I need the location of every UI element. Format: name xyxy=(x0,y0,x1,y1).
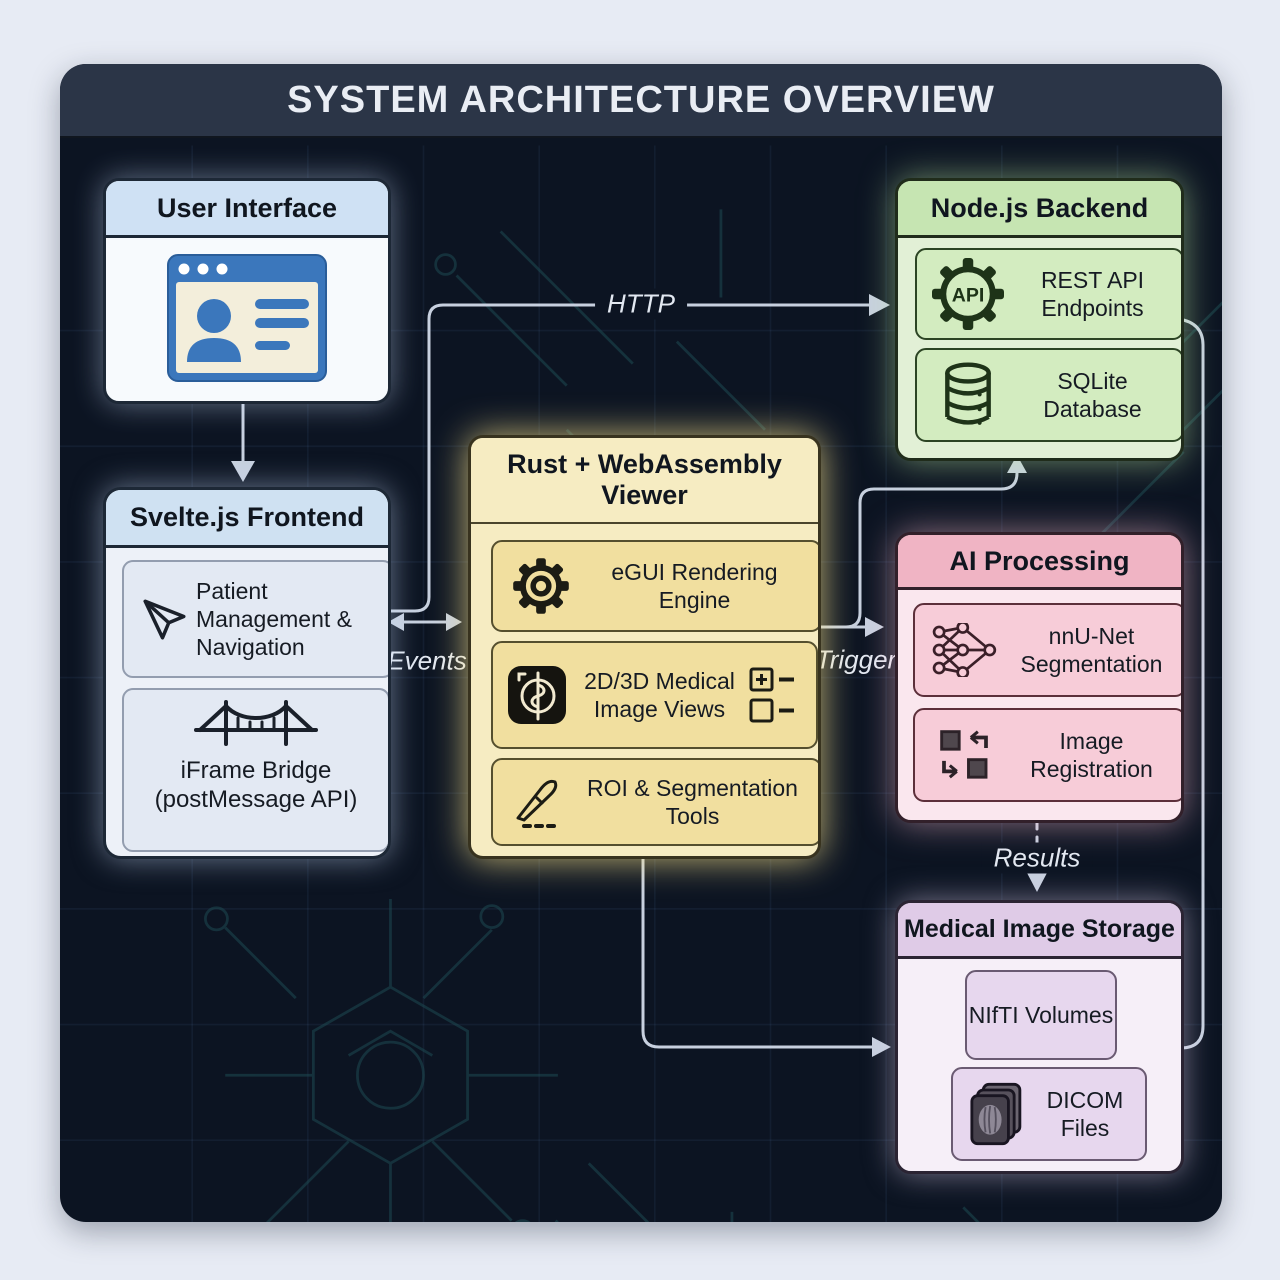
item-medical-views-label: 2D/3D Medical Image Views xyxy=(584,667,735,722)
api-gear-icon: API xyxy=(925,258,1011,330)
neural-network-icon xyxy=(923,623,1007,677)
edge-label-results: Results xyxy=(981,842,1093,874)
dicom-files-icon xyxy=(961,1082,1033,1146)
box-ai-processing: AI Processing nnU-Net Segmentation xyxy=(895,532,1184,823)
item-rest-api-label: REST API Endpoints xyxy=(1040,266,1145,321)
item-egui-engine-label: eGUI Rendering Engine xyxy=(611,558,778,613)
box-node-backend-title: Node.js Backend xyxy=(898,181,1181,238)
bridge-icon xyxy=(192,694,320,750)
item-nnunet-label: nnU-Net Segmentation xyxy=(1020,622,1163,677)
svg-text:API: API xyxy=(952,285,985,307)
page-title: SYSTEM ARCHITECTURE OVERVIEW xyxy=(287,78,995,121)
edge-label-trigger: Trigger xyxy=(815,644,897,675)
box-storage: Medical Image Storage NIfTI Volumes DICO… xyxy=(895,900,1184,1174)
image-registration-icon xyxy=(923,727,1007,783)
scalpel-icon xyxy=(503,773,575,831)
box-ai-processing-title: AI Processing xyxy=(898,535,1181,590)
edge-label-events: Events xyxy=(387,645,467,676)
browser-user-icon xyxy=(106,238,388,398)
zoom-plus-minus-icons xyxy=(746,666,808,724)
item-iframe-bridge-label: iFrame Bridge (postMessage API) xyxy=(154,757,358,814)
item-nifti: NIfTI Volumes xyxy=(965,970,1117,1060)
item-medical-views: 2D/3D Medical Image Views xyxy=(491,641,818,749)
box-user-interface-title: User Interface xyxy=(106,181,388,238)
item-egui-engine: eGUI Rendering Engine xyxy=(491,540,818,632)
item-dicom: DICOM Files xyxy=(951,1067,1147,1161)
box-svelte-frontend: Svelte.js Frontend Patient Management & … xyxy=(103,487,391,859)
item-nnunet: nnU-Net Segmentation xyxy=(913,603,1181,697)
edge-label-http: HTTP xyxy=(595,288,687,320)
item-nifti-label: NIfTI Volumes xyxy=(968,1001,1114,1028)
item-registration-label: Image Registration xyxy=(1030,727,1153,782)
box-svelte-frontend-title: Svelte.js Frontend xyxy=(106,490,388,548)
paper-plane-icon xyxy=(134,594,196,644)
box-node-backend: Node.js Backend API xyxy=(895,178,1184,461)
box-storage-title: Medical Image Storage xyxy=(898,903,1181,959)
item-registration: Image Registration xyxy=(913,708,1181,802)
box-rust-viewer: Rust + WebAssembly Viewer xyxy=(468,435,821,859)
item-roi-tools-label: ROI & Segmentation Tools xyxy=(587,774,798,829)
item-dicom-label: DICOM Files xyxy=(1046,1086,1124,1141)
item-roi-tools: ROI & Segmentation Tools xyxy=(491,758,818,846)
medical-scan-icon xyxy=(501,665,573,725)
gear-icon xyxy=(503,557,579,615)
item-patient-management-label: Patient Management & Navigation xyxy=(196,577,352,661)
item-sqlite-label: SQLite Database xyxy=(1043,367,1142,422)
item-rest-api: API REST API Endpoints xyxy=(915,248,1181,340)
item-patient-management: Patient Management & Navigation xyxy=(122,560,388,678)
box-rust-viewer-title: Rust + WebAssembly Viewer xyxy=(471,438,818,524)
database-icon xyxy=(925,361,1011,429)
box-user-interface: User Interface xyxy=(103,178,391,404)
item-iframe-bridge: iFrame Bridge (postMessage API) xyxy=(122,688,388,852)
item-sqlite: SQLite Database xyxy=(915,348,1181,442)
title-bar: SYSTEM ARCHITECTURE OVERVIEW xyxy=(60,64,1222,138)
